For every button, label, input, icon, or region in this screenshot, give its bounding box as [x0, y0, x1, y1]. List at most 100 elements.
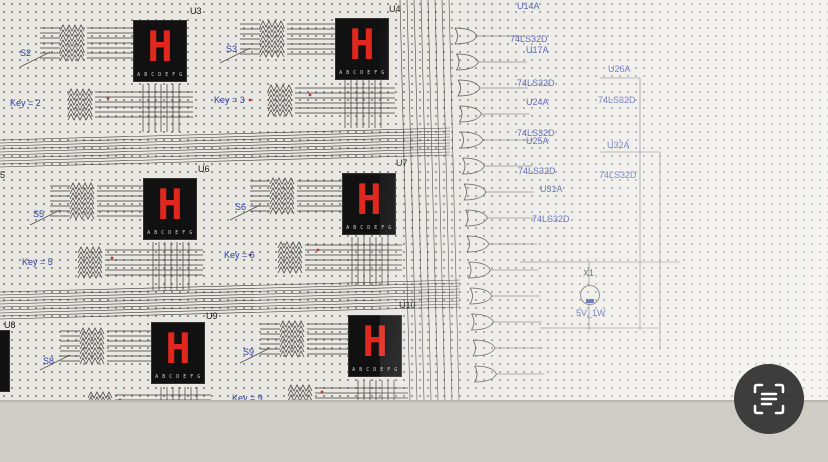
gate-part: 74LS32D: [599, 170, 637, 180]
unit-label-u10: U10: [399, 300, 416, 310]
resistor: [59, 49, 85, 57]
junction-dot: [320, 390, 324, 394]
junction-dot: [248, 98, 252, 102]
unit-label-u7: U7: [396, 158, 408, 168]
resistor: [269, 187, 295, 195]
resistor: [67, 113, 93, 121]
resistor: [67, 88, 93, 96]
resistor: [288, 394, 312, 400]
switch: [29, 209, 61, 226]
wire: [0, 136, 451, 150]
resistor: [269, 207, 295, 215]
resistor: [59, 44, 85, 52]
seven-segment-display-u4[interactable]: H A B C D E F G: [335, 18, 389, 80]
resistor: [259, 30, 285, 38]
seven-segment-display-u10[interactable]: H A B C D E F G: [348, 315, 402, 377]
resistor: [69, 207, 95, 215]
switch: [229, 204, 261, 221]
wire: [0, 279, 461, 293]
junction-dot: [308, 93, 312, 97]
resistor: [79, 352, 105, 360]
lamp-value: 5V_1W: [576, 308, 606, 318]
gate-ref-u14a: U14A: [517, 1, 540, 11]
resistor: [79, 347, 105, 355]
resistor: [77, 261, 103, 269]
gate-part: 74LS32D: [510, 34, 548, 44]
resistor: [67, 98, 93, 106]
or-gate: [455, 53, 479, 71]
resistor: [69, 202, 95, 210]
switch-label-s3: S3: [226, 44, 238, 54]
scan-text-icon: [753, 383, 785, 415]
junction-dot: [248, 253, 252, 257]
lamp-base: [586, 299, 594, 303]
resistor: [259, 25, 285, 33]
resistor: [69, 197, 95, 205]
display-glyph: H: [157, 180, 183, 229]
or-gate: [461, 157, 485, 175]
resistor: [89, 396, 111, 400]
switch: [219, 47, 251, 64]
or-gate: [458, 105, 482, 123]
wire: [0, 288, 461, 302]
or-gate: [473, 365, 497, 383]
display-pin-labels: A B C D E F G: [137, 72, 183, 78]
gate-part: 74LS32D: [598, 95, 636, 105]
or-gate: [469, 287, 493, 305]
resistor: [77, 271, 103, 279]
key-label-9: Key = 9: [232, 393, 263, 400]
resistor: [277, 241, 303, 249]
display-pin-labels: A B C D E F G: [339, 70, 385, 76]
or-gate: [463, 183, 487, 201]
seven-segment-display-u6[interactable]: H A B C D E F G: [143, 178, 197, 240]
wire: [0, 127, 451, 141]
gate-ref-u17a: U17A: [526, 45, 549, 55]
resistor: [69, 182, 95, 190]
resistor: [79, 342, 105, 350]
switch-label-s8: S8: [43, 356, 55, 366]
resistor: [279, 330, 305, 338]
wire: [0, 139, 451, 153]
resistor: [77, 246, 103, 254]
resistor: [59, 29, 85, 37]
resistor: [277, 256, 303, 264]
or-gate: [467, 261, 491, 279]
resistor: [279, 340, 305, 348]
unit-label-u9: U9: [206, 311, 218, 321]
lamp-icon[interactable]: [580, 285, 600, 305]
display-glyph: H: [147, 22, 173, 71]
seven-segment-display-u9[interactable]: H A B C D E F G: [151, 322, 205, 384]
resistor: [267, 109, 293, 117]
seven-segment-display-u8[interactable]: [0, 330, 10, 392]
switch: [239, 347, 271, 364]
resistor: [259, 20, 285, 28]
resistor: [59, 24, 85, 32]
switch-label-s5: S5: [33, 209, 45, 219]
wire: [0, 145, 451, 159]
resistor: [259, 50, 285, 58]
junction-dot: [110, 256, 114, 260]
display-glyph: H: [165, 324, 191, 373]
resistor: [259, 35, 285, 43]
unit-label-u3: U3: [190, 6, 202, 16]
resistor: [69, 187, 95, 195]
seven-segment-display-u7[interactable]: H A B C D E F G: [342, 173, 396, 235]
key-label-3: Key = 3: [214, 95, 245, 105]
scan-text-button[interactable]: [734, 364, 804, 434]
gate-part: 74LS32D: [532, 214, 570, 224]
seven-segment-display-u3[interactable]: H A B C D E F G: [133, 20, 187, 82]
display-glyph: H: [362, 317, 388, 366]
wire: [0, 142, 451, 156]
unit-label-u4: U4: [389, 4, 401, 14]
window-bottom-bar: [0, 400, 828, 462]
schematic-canvas[interactable]: H A B C D E F G H A B C D E F G H A B C …: [0, 0, 828, 400]
or-gate: [472, 339, 496, 357]
display-glyph: H: [349, 20, 375, 69]
resistor: [277, 251, 303, 259]
wire: [0, 294, 461, 308]
key-label-6: Key = 6: [224, 250, 255, 260]
resistor: [279, 345, 305, 353]
resistor: [267, 89, 293, 97]
gate-part: 74LS32D: [517, 78, 555, 88]
wire: [0, 154, 451, 168]
